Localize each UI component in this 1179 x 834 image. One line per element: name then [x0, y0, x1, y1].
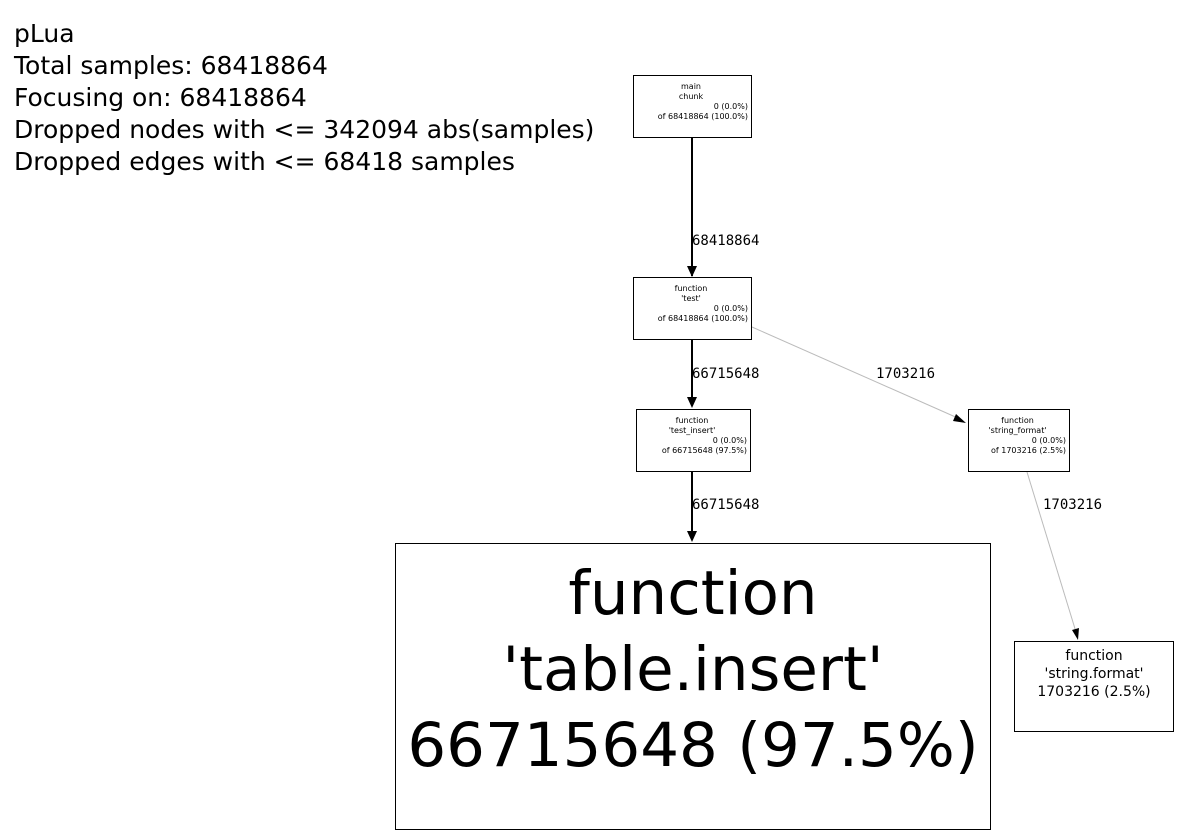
node-string-format[interactable]: function 'string.format' 1703216 (2.5%): [1014, 641, 1174, 732]
edge-label-main-to-test: 68418864: [692, 233, 760, 249]
node-test-cumulative: of 68418864 (100.0%): [657, 314, 748, 323]
node-table-insert[interactable]: function 'table.insert' 66715648 (97.5%): [395, 543, 991, 830]
node-main-chunk-line1: main: [681, 82, 701, 91]
node-test-line1: function: [674, 284, 708, 293]
node-string-format-line1: function: [1065, 648, 1123, 664]
node-string-format-caller-line1: function: [1001, 416, 1034, 425]
edge-label-test-to-test-insert: 66715648: [692, 366, 760, 382]
node-table-insert-line1: function: [568, 558, 818, 629]
node-string-format-caller-line2: 'string_format': [988, 426, 1047, 435]
node-string-format-caller[interactable]: function 'string_format' 0 (0.0%) of 170…: [968, 409, 1070, 472]
legend-dropped-nodes: Dropped nodes with <= 342094 abs(samples…: [14, 115, 595, 144]
graph-legend: pLua Total samples: 68418864 Focusing on…: [14, 18, 594, 178]
edge-label-string-format-to-string-format: 1703216: [1043, 497, 1103, 513]
node-string-format-line2: 'string.format': [1044, 666, 1144, 682]
node-test-insert-self: 0 (0.0%): [712, 436, 747, 445]
node-test-insert-line2: 'test_insert': [668, 426, 716, 435]
legend-focus: Focusing on: 68418864: [14, 83, 307, 112]
node-main-chunk-line2: chunk: [678, 92, 704, 101]
edge-label-test-to-string-format: 1703216: [876, 366, 936, 382]
node-test-line2: 'test': [681, 294, 701, 303]
node-string-format-caller-self: 0 (0.0%): [1031, 436, 1066, 445]
node-string-format-self: 1703216 (2.5%): [1037, 684, 1151, 700]
node-table-insert-self: 66715648 (97.5%): [407, 710, 979, 781]
legend-title: pLua: [14, 19, 75, 48]
edge-test-to-test-insert-arrowhead: [687, 397, 697, 408]
node-test-insert-line1: function: [675, 416, 709, 425]
node-test-self: 0 (0.0%): [713, 304, 748, 313]
edge-string-format-to-string-format-arrowhead: [1072, 628, 1079, 640]
edge-test-to-string-format: [751, 326, 961, 420]
node-string-format-caller-cumulative: of 1703216 (2.5%): [991, 446, 1066, 455]
edge-test-to-string-format-arrowhead: [953, 414, 966, 423]
edge-test-insert-to-table-insert-arrowhead: [687, 531, 697, 542]
node-table-insert-line2: 'table.insert': [502, 634, 884, 705]
node-main-chunk-cumulative: of 68418864 (100.0%): [657, 112, 748, 121]
node-test[interactable]: function 'test' 0 (0.0%) of 68418864 (10…: [633, 277, 752, 340]
node-test-insert[interactable]: function 'test_insert' 0 (0.0%) of 66715…: [636, 409, 751, 472]
legend-total-samples: Total samples: 68418864: [14, 51, 328, 80]
node-main-chunk[interactable]: main chunk 0 (0.0%) of 68418864 (100.0%): [633, 75, 752, 138]
node-test-insert-cumulative: of 66715648 (97.5%): [661, 446, 747, 455]
legend-dropped-edges: Dropped edges with <= 68418 samples: [14, 147, 515, 176]
edge-string-format-to-string-format: [1026, 471, 1077, 633]
edge-label-test-insert-to-table-insert: 66715648: [692, 497, 760, 513]
edge-main-to-test-arrowhead: [687, 266, 697, 277]
node-main-chunk-self: 0 (0.0%): [713, 102, 748, 111]
